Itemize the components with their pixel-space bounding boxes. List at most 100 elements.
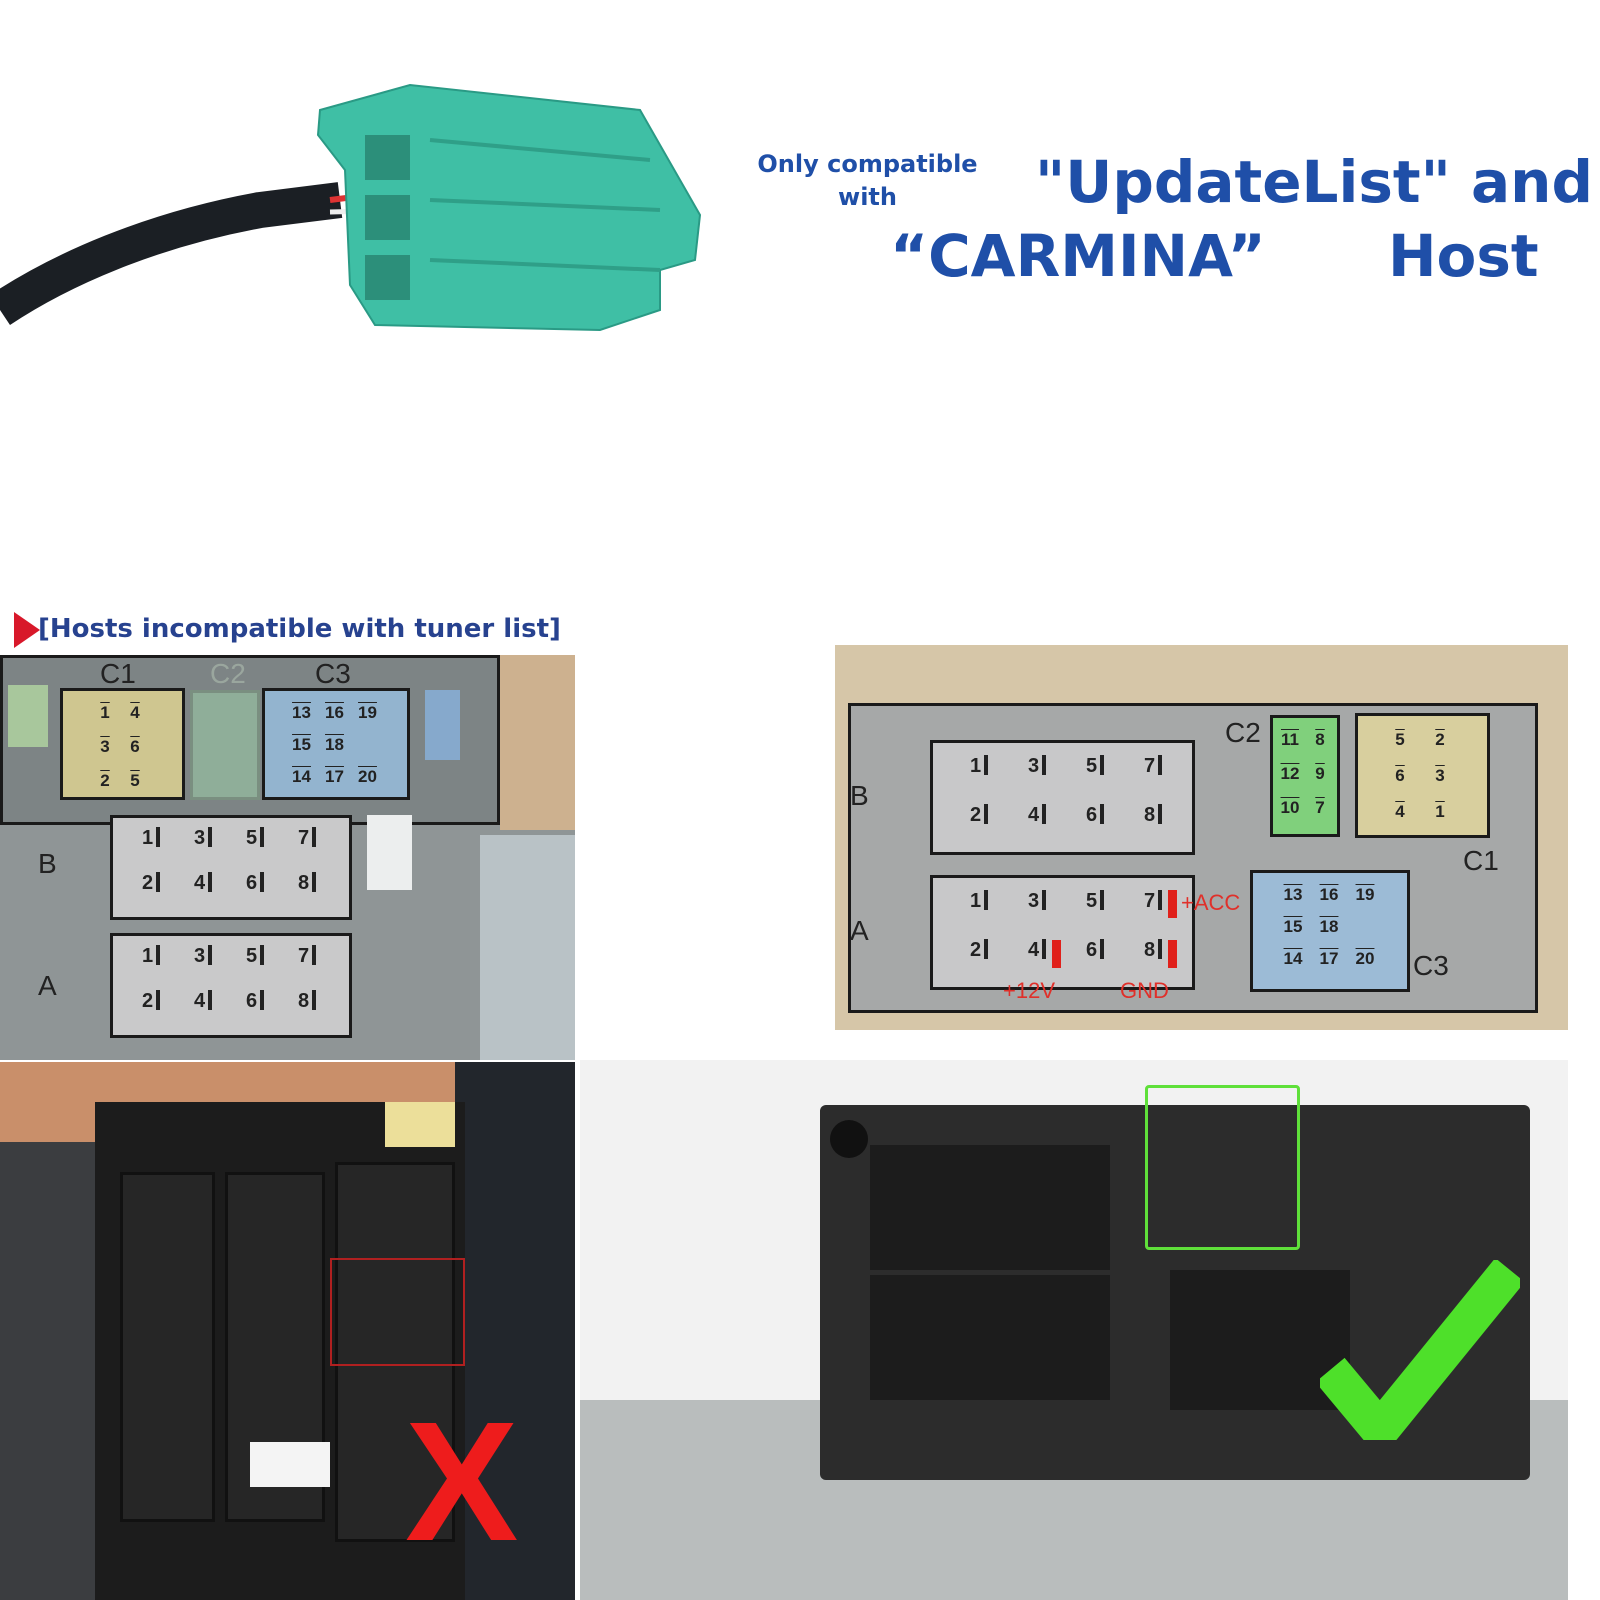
pin-number: 20 xyxy=(358,767,377,786)
pin-number: 5 xyxy=(1395,730,1405,749)
pin-number: 17 xyxy=(325,767,344,786)
pin-number: 4 xyxy=(177,872,229,895)
incompatible-title-arrow-icon xyxy=(14,612,40,648)
tuner-slot-highlight xyxy=(330,1258,465,1366)
pin-number: 6 xyxy=(130,737,140,756)
pin-number: 5 xyxy=(1066,755,1124,778)
pin-number: 1 xyxy=(950,890,1008,913)
pin-number: 15 xyxy=(1283,917,1303,936)
green-square xyxy=(8,685,48,747)
incompatible-host-photo: X xyxy=(0,1062,575,1600)
c3-label: C3 xyxy=(1413,950,1449,981)
pin-number: 7 xyxy=(1124,890,1182,913)
connector-c2-faded xyxy=(190,690,260,800)
pin-number: 9 xyxy=(1315,764,1325,783)
connector-c1 xyxy=(1355,713,1490,838)
c1-label: C1 xyxy=(1463,845,1499,876)
pin-number: 6 xyxy=(1395,766,1405,785)
pin-number: 3 xyxy=(177,827,229,850)
host-heading: Host xyxy=(1388,222,1539,290)
c3-label: C3 xyxy=(315,658,351,689)
pin-number: 14 xyxy=(1283,949,1303,968)
pin-number: 7 xyxy=(281,827,333,850)
pin-number: 6 xyxy=(229,990,281,1013)
pin-number: 1 xyxy=(125,945,177,968)
pin-number: 8 xyxy=(281,990,333,1013)
compatible-host-photo xyxy=(580,1060,1568,1600)
pin-number: 19 xyxy=(1355,885,1375,904)
pin-number: 4 xyxy=(177,990,229,1013)
pin-number: 6 xyxy=(229,872,281,895)
pin-number: 8 xyxy=(1124,804,1182,827)
pin-number: 20 xyxy=(1355,949,1375,968)
only-compatible-text: Only compatible with xyxy=(757,150,978,211)
pin-number: 15 xyxy=(292,735,311,754)
pin-number: 4 xyxy=(1008,804,1066,827)
pin-number: 2 xyxy=(100,771,110,790)
pin-number: 8 xyxy=(1315,730,1325,749)
connector-c3 xyxy=(1250,870,1410,992)
pin-number: 3 xyxy=(100,737,110,756)
pin-number: 2 xyxy=(950,804,1008,827)
pin-number: 18 xyxy=(325,735,344,754)
c2-label: C2 xyxy=(210,658,246,689)
12v-label: +12V xyxy=(1003,978,1055,1003)
pin-number: 19 xyxy=(358,703,377,722)
pin-number: 7 xyxy=(281,945,333,968)
pin-number: 4 xyxy=(1395,802,1405,821)
a-label: A xyxy=(850,915,869,946)
pin-number: 1 xyxy=(100,703,110,722)
pin-number: 11 xyxy=(1281,730,1299,749)
updatelist-heading: "UpdateList" and xyxy=(1035,148,1593,216)
pin-number: 16 xyxy=(1319,885,1339,904)
white-marker xyxy=(250,1442,330,1487)
pin-number: 3 xyxy=(1435,766,1445,785)
pin-number: 14 xyxy=(292,767,311,786)
pin-number: 8 xyxy=(1124,939,1182,962)
pin-grid: 13 16 19 15 18 14 17 20 xyxy=(285,703,385,787)
pin-number: 7 xyxy=(1124,755,1182,778)
pin-number: 13 xyxy=(1283,885,1303,904)
c2-label: C2 xyxy=(1225,717,1261,748)
white-block xyxy=(367,815,412,890)
pin-number: 16 xyxy=(325,703,344,722)
connector-product-image xyxy=(0,60,720,360)
pin-number: 1 xyxy=(1435,802,1445,821)
pin-number: 5 xyxy=(1066,890,1124,913)
pin-number: 7 xyxy=(1315,798,1325,817)
pin-number: 6 xyxy=(1066,804,1124,827)
carmina-heading: “CARMINA” xyxy=(890,222,1266,290)
pin-number: 8 xyxy=(281,872,333,895)
gnd-label: GND xyxy=(1120,978,1169,1003)
pin-number: 13 xyxy=(292,703,311,722)
compatible-check-icon xyxy=(1320,1260,1520,1440)
a-label: A xyxy=(38,970,57,1001)
pin-number: 5 xyxy=(229,945,281,968)
pin-number: 4 xyxy=(1008,939,1066,962)
pin-number: 6 xyxy=(1066,939,1124,962)
pin-number: 2 xyxy=(125,872,177,895)
b-label: B xyxy=(38,848,57,879)
connector-c2 xyxy=(1270,715,1340,837)
pin-number: 18 xyxy=(1319,917,1339,936)
incompatible-hosts-title: [Hosts incompatible with tuner list] xyxy=(38,614,561,644)
mini-iso-connector-icon xyxy=(0,83,702,332)
connector-c1 xyxy=(60,688,185,800)
b-label: B xyxy=(850,780,869,811)
pin-number: 12 xyxy=(1280,764,1300,783)
blue-block xyxy=(425,690,460,760)
pin-number: 2 xyxy=(125,990,177,1013)
c1-label: C1 xyxy=(100,658,136,689)
incompatible-x-icon: X xyxy=(405,1387,519,1577)
pin-number: 2 xyxy=(950,939,1008,962)
pin-number: 1 xyxy=(125,827,177,850)
